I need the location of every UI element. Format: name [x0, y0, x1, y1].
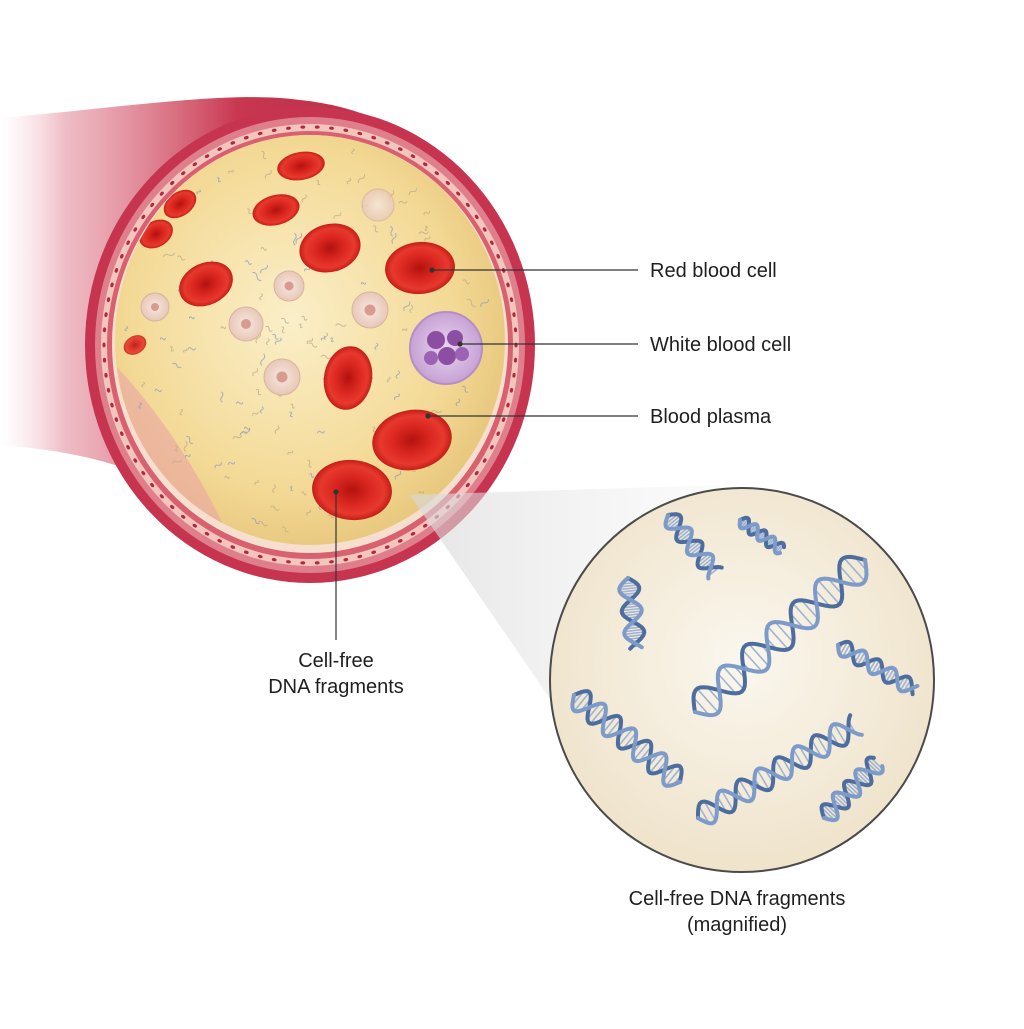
label-magnified: Cell-free DNA fragments (magnified) — [587, 886, 887, 938]
magnified-view — [550, 488, 934, 872]
label-blood-plasma: Blood plasma — [650, 404, 771, 430]
label-magnified-line2: (magnified) — [587, 912, 887, 938]
label-magnified-line1: Cell-free DNA fragments — [587, 886, 887, 912]
label-cell-free-dna: Cell-free DNA fragments — [236, 648, 436, 700]
label-white-blood-cell: White blood cell — [650, 332, 791, 358]
white-blood-cell — [410, 312, 482, 384]
label-red-blood-cell: Red blood cell — [650, 258, 777, 284]
label-cell-free-dna-line2: DNA fragments — [236, 674, 436, 700]
label-cell-free-dna-line1: Cell-free — [236, 648, 436, 674]
